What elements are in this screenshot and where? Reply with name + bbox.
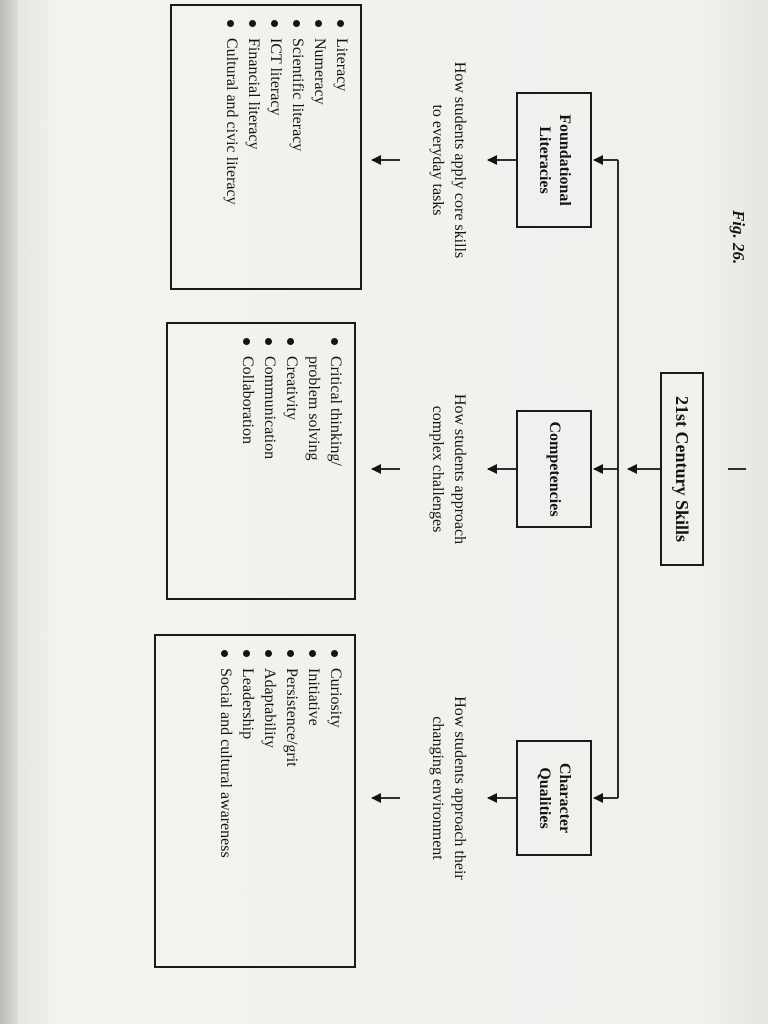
figure-label: Fig. 26. bbox=[729, 210, 748, 265]
category-title: Competencies bbox=[546, 421, 563, 517]
root-box: 21st Century Skills bbox=[660, 372, 704, 566]
description-character: How students approach their changing env… bbox=[429, 696, 468, 880]
list-item: Communication bbox=[258, 334, 280, 588]
list-item: Financial literacy bbox=[242, 16, 264, 278]
list-box-foundational: Literacy Numeracy Scientific literacy IC… bbox=[170, 4, 362, 290]
list-item: ICT literacy bbox=[264, 16, 286, 278]
list-box-competencies: Critical thinking/ problem solving Creat… bbox=[166, 322, 356, 600]
list-item: Critical thinking/ problem solving bbox=[302, 334, 346, 506]
category-box-foundational: Foundational Literacies bbox=[516, 92, 592, 228]
list-item: Cultural and civic literacy bbox=[220, 16, 242, 278]
root-label: 21st Century Skills bbox=[672, 395, 693, 543]
page-edge-shadow bbox=[0, 0, 18, 1024]
item-list-foundational: Literacy Numeracy Scientific literacy IC… bbox=[220, 16, 352, 278]
list-item: Literacy bbox=[330, 16, 352, 278]
list-box-character: Curiosity Initiative Persistence/grit Ad… bbox=[154, 634, 356, 968]
description-competencies: How students approach complex challenges bbox=[429, 393, 468, 545]
list-item: Curiosity bbox=[324, 646, 346, 956]
category-box-character: Character Qualities bbox=[516, 740, 592, 856]
item-list-character: Curiosity Initiative Persistence/grit Ad… bbox=[214, 646, 346, 956]
list-item: Initiative bbox=[302, 646, 324, 956]
description-foundational: How students apply core skills to everyd… bbox=[429, 61, 468, 259]
category-title: Foundational Literacies bbox=[536, 114, 573, 206]
item-list-competencies: Critical thinking/ problem solving Creat… bbox=[236, 334, 346, 588]
list-item: Adaptability bbox=[258, 646, 280, 956]
list-item: Leadership bbox=[236, 646, 258, 956]
category-box-competencies: Competencies bbox=[516, 410, 592, 528]
list-item: Social and cultural awareness bbox=[214, 646, 236, 956]
category-title: Character Qualities bbox=[536, 762, 573, 834]
list-item: Collaboration bbox=[236, 334, 258, 588]
list-item: Creativity bbox=[280, 334, 302, 588]
list-item: Numeracy bbox=[308, 16, 330, 278]
list-item: Persistence/grit bbox=[280, 646, 302, 956]
list-item: Scientific literacy bbox=[286, 16, 308, 278]
